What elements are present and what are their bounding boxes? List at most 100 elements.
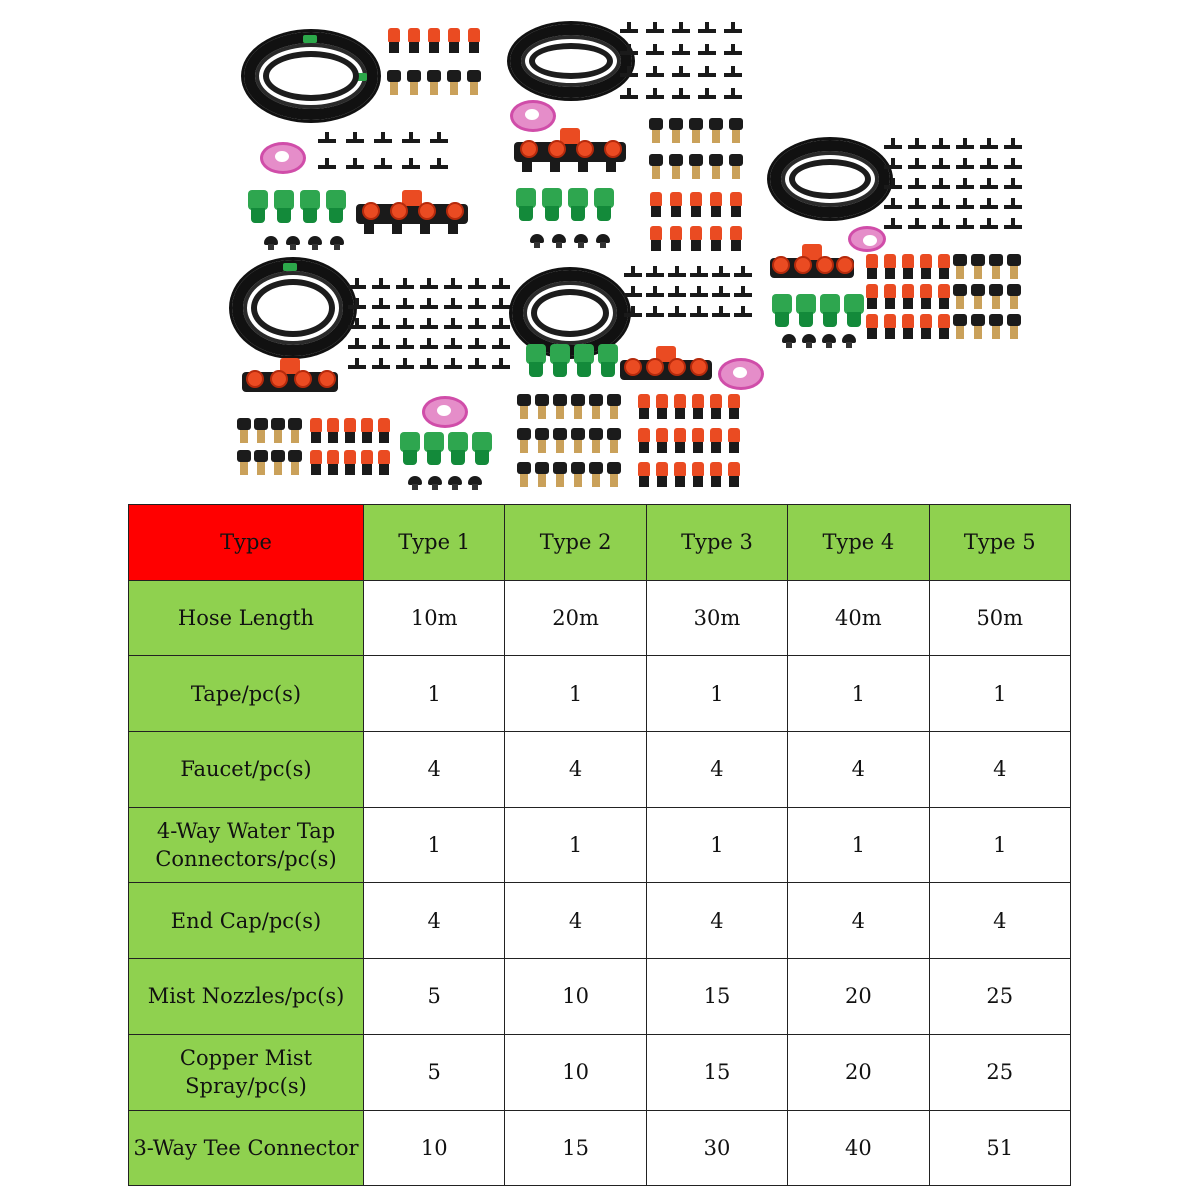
cell-type-2: 4 xyxy=(504,882,647,960)
kit-type-3 xyxy=(228,254,510,494)
hose-coil-icon xyxy=(510,24,632,98)
teflon-tape-icon xyxy=(260,142,306,174)
copper-spray-icon xyxy=(952,284,1022,310)
header-type-1: Type 1 xyxy=(362,504,506,581)
cell-type-2: 15 xyxy=(504,1109,647,1187)
faucet-icon xyxy=(248,190,346,224)
cell-type-3: 15 xyxy=(645,958,789,1035)
tee-connector-icon xyxy=(884,138,1022,152)
copper-spray-icon xyxy=(952,314,1022,340)
faucet-icon xyxy=(516,188,614,222)
cell-type-5: 25 xyxy=(928,1033,1071,1111)
mist-nozzle-icon xyxy=(636,462,742,488)
cell-type-4: 40m xyxy=(787,579,930,657)
kit-type-4 xyxy=(508,262,768,496)
row-label: 4-Way Water Tap Connectors/pc(s) xyxy=(128,806,364,884)
cell-type-1: 1 xyxy=(362,806,506,884)
teflon-tape-icon xyxy=(718,358,764,390)
4-way-connector-icon xyxy=(356,190,468,234)
mist-nozzle-icon xyxy=(864,314,952,340)
header-type-4: Type 4 xyxy=(787,504,930,581)
cell-type-2: 10 xyxy=(504,1033,647,1111)
header-row: Type Type 1 Type 2 Type 3 Type 4 Type 5 xyxy=(128,504,1071,581)
mist-nozzle-icon xyxy=(308,450,392,476)
cell-type-4: 20 xyxy=(787,1033,930,1111)
4-way-connector-icon xyxy=(242,358,338,392)
tee-connector-icon xyxy=(624,286,752,300)
copper-spray-icon xyxy=(236,450,303,476)
tee-connector-icon xyxy=(884,218,1022,232)
cell-type-4: 4 xyxy=(787,882,930,960)
teflon-tape-icon xyxy=(848,226,886,252)
cell-type-2: 20m xyxy=(504,579,647,657)
tee-connector-icon xyxy=(620,66,742,80)
row-label: End Cap/pc(s) xyxy=(128,882,364,960)
tee-connector-icon xyxy=(884,158,1022,172)
tee-connector-icon xyxy=(348,318,510,332)
cell-type-3: 4 xyxy=(645,731,789,808)
cell-type-4: 20 xyxy=(787,958,930,1035)
mist-nozzle-icon xyxy=(386,28,482,54)
copper-spray-icon xyxy=(516,428,622,454)
row-label: Mist Nozzles/pc(s) xyxy=(128,958,364,1035)
hose-coil-icon xyxy=(244,32,378,120)
hose-coil-icon xyxy=(512,270,628,356)
mist-nozzle-icon xyxy=(636,394,742,420)
4-way-connector-icon xyxy=(770,244,854,278)
cell-type-2: 4 xyxy=(504,731,647,808)
cell-type-3: 4 xyxy=(645,882,789,960)
cell-type-1: 10m xyxy=(362,579,506,657)
row-label: Faucet/pc(s) xyxy=(128,731,364,808)
tee-connector-icon xyxy=(884,198,1022,212)
cell-type-3: 15 xyxy=(645,1033,789,1111)
header-type: Type xyxy=(128,504,364,581)
cell-type-5: 1 xyxy=(928,806,1071,884)
kit-type-5 xyxy=(764,134,1028,354)
header-type-2: Type 2 xyxy=(504,504,647,581)
tee-connector-icon xyxy=(318,132,448,146)
tee-connector-icon xyxy=(348,278,510,292)
product-photo xyxy=(228,14,1028,496)
cell-type-2: 1 xyxy=(504,655,647,733)
faucet-icon xyxy=(526,344,618,378)
spec-table: Type Type 1 Type 2 Type 3 Type 4 Type 5 … xyxy=(128,504,1071,1187)
cell-type-1: 1 xyxy=(362,655,506,733)
cell-type-5: 51 xyxy=(928,1109,1071,1187)
cell-type-5: 4 xyxy=(928,882,1071,960)
header-type-5: Type 5 xyxy=(928,504,1071,581)
faucet-icon xyxy=(400,432,492,466)
mist-nozzle-icon xyxy=(308,418,392,444)
cell-type-1: 4 xyxy=(362,882,506,960)
copper-spray-icon xyxy=(516,462,622,488)
faucet-icon xyxy=(772,294,864,328)
row-label: Copper Mist Spray/pc(s) xyxy=(128,1033,364,1111)
4-way-connector-icon xyxy=(514,128,626,172)
row-label: Hose Length xyxy=(128,579,364,657)
cell-type-1: 10 xyxy=(362,1109,506,1187)
teflon-tape-icon xyxy=(422,396,468,428)
copper-spray-icon xyxy=(386,70,482,96)
4-way-connector-icon xyxy=(620,346,712,380)
end-cap-icon xyxy=(408,476,482,490)
cell-type-3: 1 xyxy=(645,806,789,884)
tee-connector-icon xyxy=(348,358,510,372)
cell-type-1: 5 xyxy=(362,1033,506,1111)
cell-type-1: 4 xyxy=(362,731,506,808)
cell-type-5: 50m xyxy=(928,579,1071,657)
cell-type-4: 4 xyxy=(787,731,930,808)
end-cap-icon xyxy=(782,334,856,348)
copper-spray-icon xyxy=(648,118,744,144)
mist-nozzle-icon xyxy=(648,226,744,252)
tee-connector-icon xyxy=(624,266,752,280)
cell-type-5: 4 xyxy=(928,731,1071,808)
row-label: 3-Way Tee Connector xyxy=(128,1109,364,1187)
cell-type-4: 1 xyxy=(787,806,930,884)
cell-type-5: 1 xyxy=(928,655,1071,733)
cell-type-4: 40 xyxy=(787,1109,930,1187)
tee-connector-icon xyxy=(348,298,510,312)
